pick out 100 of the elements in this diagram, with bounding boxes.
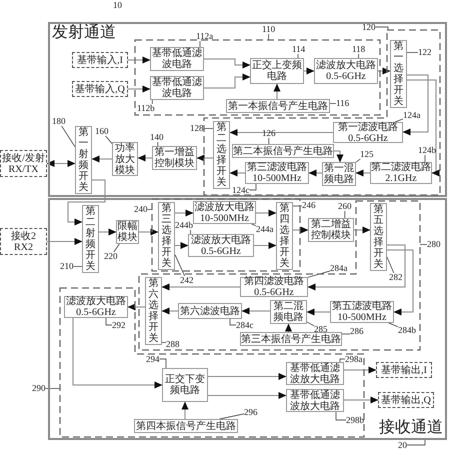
channel-frame [48, 198, 447, 440]
reference-numeral: 282 [389, 273, 402, 282]
circuit-block: 第四滤波电路 0.5-6GHz [240, 277, 308, 297]
leader-line [219, 414, 244, 420]
reference-numeral: 296 [244, 408, 258, 417]
arrow [204, 58, 250, 68]
arrow [256, 210, 276, 216]
leader-line [249, 184, 256, 190]
circuit-block: 正交上变频电路 [250, 58, 304, 84]
arrow [174, 242, 188, 249]
circuit-block: 第四本振信号产生电路 [134, 419, 238, 433]
reference-numeral: 125 [360, 150, 374, 159]
leader-line [113, 244, 120, 252]
reference-numeral: 118 [352, 45, 366, 54]
switch-box: 第二射频开关 [82, 205, 99, 273]
reference-numeral: 260 [338, 202, 352, 211]
arrow [204, 74, 250, 88]
circuit-block: 第二增益控制模块 [308, 218, 354, 242]
reference-numeral: 286 [350, 327, 364, 336]
leader-line [388, 322, 398, 328]
circuit-block: 第二混频电路 [270, 300, 307, 324]
reference-numeral: 114 [292, 45, 306, 54]
leader-line [159, 358, 166, 368]
leader-line [73, 266, 82, 267]
arrow [386, 250, 414, 316]
arrow [230, 129, 334, 136]
arrow [98, 228, 116, 236]
leader-line [61, 126, 76, 148]
reference-numeral: 140 [150, 133, 164, 142]
section-heading: 发射通道 [52, 24, 116, 42]
reference-numeral: 128 [190, 124, 204, 133]
reference-numeral: 112a [196, 32, 214, 41]
leader-line [147, 209, 152, 210]
arrow [162, 308, 178, 314]
leader-line [406, 440, 426, 446]
reference-numeral: 20 [398, 441, 407, 450]
circuit-block: 滤波放大电路 10-500MHz [193, 201, 256, 224]
io-terminal-box: 基带输出,I [376, 362, 432, 378]
arrow [138, 154, 152, 162]
circuit-block: 第一混频电路 [322, 162, 356, 186]
io-terminal-box: 接收/发射 RX/TX [0, 150, 47, 177]
reference-numeral: 126 [262, 129, 276, 138]
switch-box: 第五选择开关 [370, 203, 387, 271]
arrow [196, 154, 214, 162]
arrow [356, 170, 370, 176]
switch-box: 第二选择开关 [213, 121, 230, 189]
leader-line [306, 322, 314, 326]
arrow [208, 392, 286, 399]
circuit-block: 第一滤波电路 0.5-6GHz [333, 122, 403, 143]
arrow [68, 180, 106, 226]
circuit-block: 第五滤波电路 10-500MHz [330, 301, 394, 323]
leader-line [162, 342, 166, 343]
arrow [128, 56, 150, 64]
reference-numeral: 124c [232, 186, 250, 195]
reference-numeral: 244b [175, 221, 193, 230]
circuit-block: 功率放大模块 [112, 142, 138, 176]
arrow [182, 402, 188, 420]
reference-numeral: 298a [345, 355, 362, 364]
circuit-block: 第三滤波电路 10-500MHz [245, 162, 309, 184]
arrow [138, 228, 158, 236]
arrow [354, 226, 370, 234]
leader-line [268, 34, 269, 40]
arrow [344, 366, 376, 374]
reference-numeral: 160 [95, 127, 108, 136]
switch-box: 第四选择开关 [276, 202, 293, 270]
switch-box: 第一射频开关 [75, 126, 92, 194]
arrow [334, 150, 344, 162]
circuit-block: 限幅模块 [116, 220, 139, 244]
switch-box: 第六选择开关 [145, 277, 162, 345]
circuit-block: 滤波放大电路 0.5-6GHz [314, 58, 378, 84]
circuit-block: 第三本振信号产生电路 [240, 332, 342, 346]
reference-numeral: 210 [60, 262, 74, 271]
leader-line [424, 154, 426, 162]
circuit-block: 基带低通滤波放大电路 [286, 362, 344, 385]
arrow [406, 80, 440, 176]
reference-numeral: 110 [262, 25, 276, 34]
io-terminal-box: 基带输入,I [72, 52, 128, 68]
leader-line [330, 103, 336, 104]
arrow [308, 170, 322, 176]
reference-numeral: 180 [52, 117, 66, 126]
circuit-block: 第一增益控制模块 [152, 146, 197, 170]
leader-line [230, 318, 236, 326]
leader-line [420, 244, 428, 245]
leader-line [340, 358, 346, 362]
channel-frame [48, 22, 447, 197]
circuit-block: 第一本振信号产生电路 [226, 99, 330, 113]
reference-numeral: 240 [134, 205, 148, 214]
arrow [92, 156, 112, 162]
leader-line [386, 256, 394, 274]
reference-numeral: 280 [427, 240, 440, 249]
reference-numeral: 288 [166, 340, 180, 349]
switch-box: 第一选择开关 [390, 40, 407, 108]
arrow [274, 84, 280, 100]
io-terminal-box: 基带输入,Q [72, 81, 128, 97]
reference-numeral: 124b [418, 146, 436, 155]
circuit-block: 第二本振信号产生电路 [232, 144, 334, 158]
arrow [128, 304, 146, 310]
reference-numeral: 284b [398, 326, 416, 335]
reference-numeral: 294 [146, 355, 160, 364]
arrow [72, 318, 162, 388]
